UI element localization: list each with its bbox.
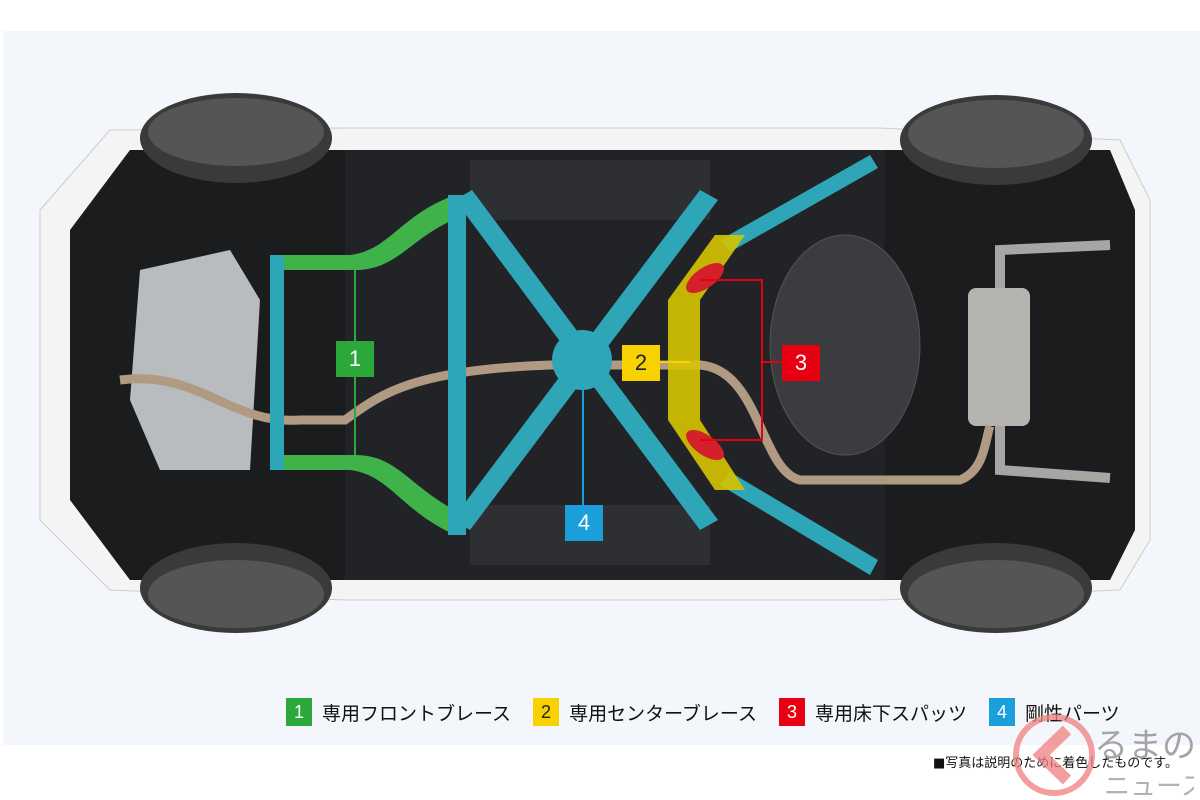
watermark-logo: るまの ニュース <box>1013 714 1194 800</box>
legend-item-front-brace: 1 専用フロントブレース <box>286 698 511 726</box>
callout-3: 3 <box>782 345 820 381</box>
svg-text:ニュース: ニュース <box>1104 772 1194 800</box>
legend-label: 専用センターブレース <box>569 702 757 725</box>
rigidity-parts <box>448 155 878 575</box>
legend-item-spats: 3 専用床下スパッツ <box>778 698 967 726</box>
spat-lower <box>686 429 724 461</box>
tire-front-right <box>140 543 332 633</box>
transmission <box>130 250 260 470</box>
spat-upper <box>686 262 724 294</box>
tailpipes <box>995 240 1111 483</box>
fuel-tank <box>769 234 921 456</box>
svg-text:るまの: るまの <box>1094 726 1194 766</box>
legend-item-center-brace: 2 専用センターブレース <box>533 698 757 726</box>
callout-2: 2 <box>622 345 660 381</box>
exhaust-pipe <box>119 360 995 485</box>
legend-label: 専用床下スパッツ <box>814 702 967 725</box>
center-brace <box>668 235 745 490</box>
callout-4: 4 <box>565 505 603 541</box>
legend-label: 専用フロントブレース <box>322 702 512 725</box>
side-sill <box>470 160 710 220</box>
tire-rear-left <box>900 95 1092 185</box>
front-brace <box>270 195 465 535</box>
tire-front-left <box>140 93 332 183</box>
legend-swatch: 4 <box>989 698 1015 726</box>
callout-1: 1 <box>336 341 374 377</box>
legend-swatch: 1 <box>286 698 312 726</box>
tire-rear-right <box>900 543 1092 633</box>
legend-swatch: 3 <box>778 698 805 726</box>
muffler <box>968 288 1030 426</box>
legend-swatch: 2 <box>533 698 560 726</box>
front-cross-bar <box>270 255 284 470</box>
